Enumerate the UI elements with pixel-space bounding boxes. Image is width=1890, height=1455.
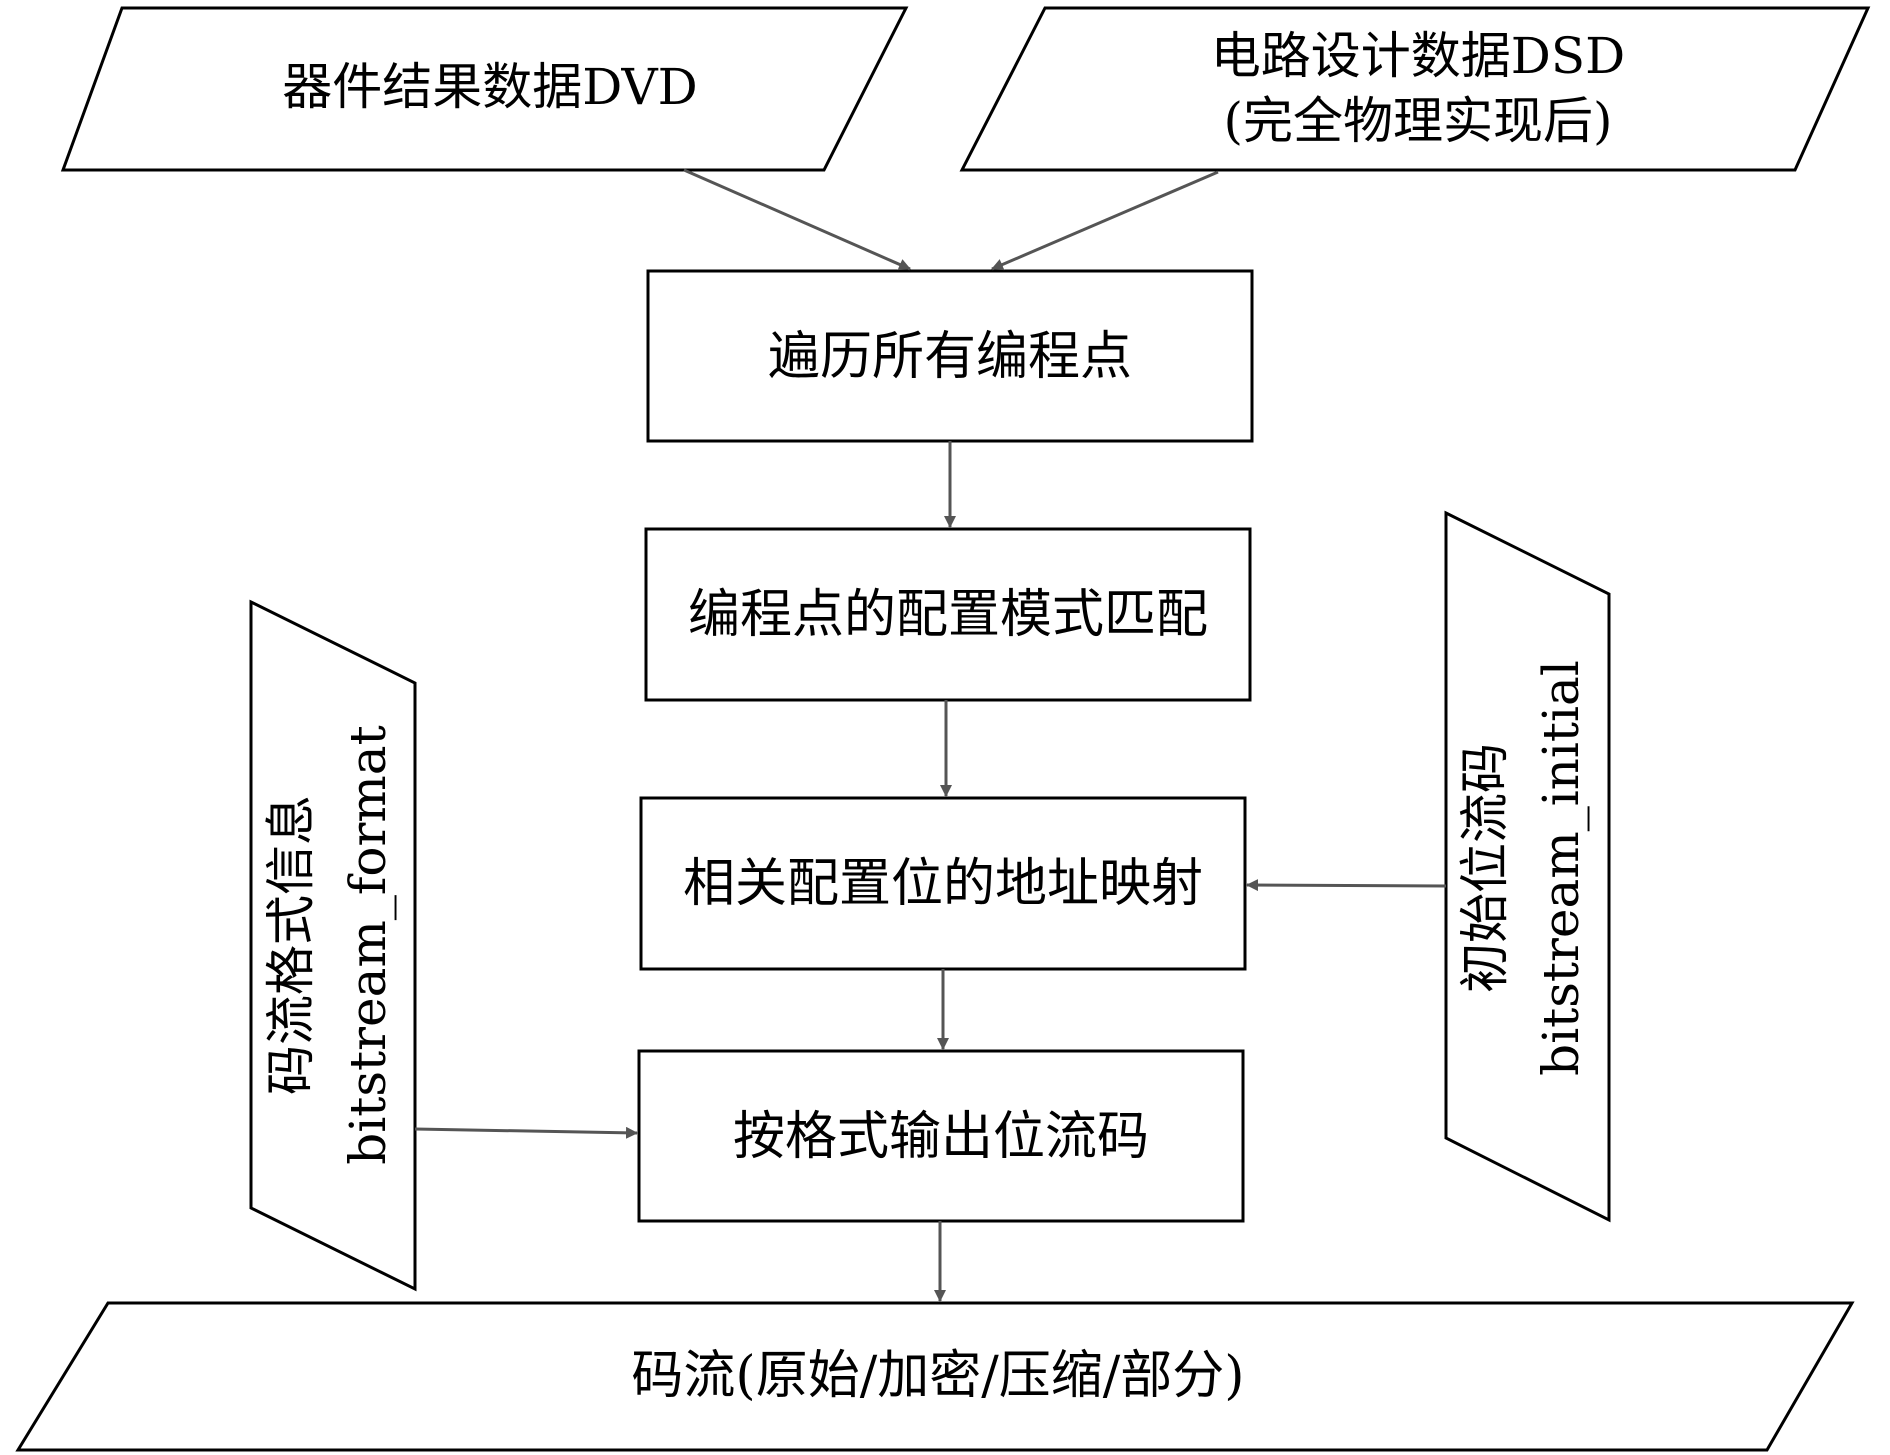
initial-bitstream-label: 初始位流码 (1456, 743, 1514, 993)
input-circuit-design: 电路设计数据DSD (完全物理实现后) (959, 6, 1871, 172)
step-address-map-label: 相关配置位的地址映射 (683, 854, 1203, 914)
parallelogram-format-info (249, 599, 417, 1292)
format-info-label: 码流格式信息 (262, 795, 320, 1095)
connectors (414, 168, 1447, 1302)
step-output-label: 按格式输出位流码 (733, 1107, 1149, 1167)
input-device-result: 器件结果数据DVD (60, 6, 909, 172)
step-address-map-box (639, 796, 1247, 971)
circuit-design-note: (完全物理实现后) (1223, 92, 1612, 150)
parallelogram-output-bitstream (15, 1301, 1855, 1452)
initial-bitstream-name: bitstream_initial (1532, 660, 1590, 1076)
arrow-format-to-output (414, 1126, 638, 1139)
step-traverse: 遍历所有编程点 (646, 269, 1254, 443)
parallelogram-circuit-design (959, 6, 1871, 172)
step-traverse-box (646, 269, 1254, 443)
step-match-mode: 编程点的配置模式匹配 (644, 527, 1252, 702)
step-output: 按格式输出位流码 (637, 1049, 1245, 1223)
format-info-name: bitstream_format (339, 725, 397, 1164)
step-address-map: 相关配置位的地址映射 (639, 796, 1247, 971)
input-initial-bitstream: 初始位流码 bitstream_initial (1444, 510, 1611, 1223)
step-output-box (637, 1049, 1245, 1223)
parallelogram-device-result (60, 6, 909, 172)
step-match-mode-label: 编程点的配置模式匹配 (688, 585, 1208, 645)
output-bitstream: 码流(原始/加密/压缩/部分) (15, 1301, 1855, 1452)
parallelogram-initial-bitstream (1444, 510, 1611, 1223)
arrow-initial-to-address (1246, 879, 1447, 892)
input-format-info: 码流格式信息 bitstream_format (249, 599, 417, 1292)
arrow-device-result-to-traverse (683, 168, 911, 271)
step-match-mode-box (644, 527, 1252, 702)
circuit-design-label: 电路设计数据DSD (1211, 27, 1625, 85)
device-result-label: 器件结果数据DVD (282, 58, 697, 116)
output-bitstream-label: 码流(原始/加密/压缩/部分) (631, 1346, 1244, 1406)
arrow-circuit-design-to-traverse (991, 170, 1219, 271)
step-traverse-label: 遍历所有编程点 (768, 327, 1132, 387)
